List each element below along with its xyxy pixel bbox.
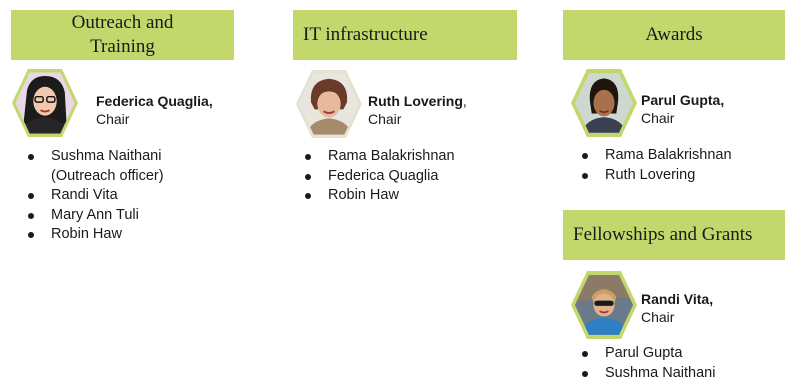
fellowships-chair-role: Chair [641, 309, 675, 325]
list-item: Rama Balakrishnan [302, 147, 455, 167]
bullet-icon [28, 232, 34, 238]
bullet-icon [28, 212, 34, 219]
list-item: Robin Haw [302, 186, 455, 206]
fellowships-header: Fellowships and Grants [563, 210, 785, 260]
bullet-icon [582, 172, 588, 179]
outreach-title-line1: Outreach and [71, 12, 174, 33]
outreach-chair-name: Federica Quaglia, [96, 93, 213, 109]
list-item: Robin Haw [25, 225, 164, 245]
bullet-icon [28, 193, 34, 199]
awards-header: Awards [563, 10, 785, 60]
awards-chair-name: Parul Gupta, [641, 92, 725, 108]
parul-gupta-avatar [570, 67, 638, 139]
bullet-icon [305, 154, 311, 160]
bullet-icon [582, 370, 588, 377]
list-item: Randi Vita [25, 186, 164, 206]
fellowships-title: Fellowships and Grants [573, 224, 753, 245]
awards-members: Rama Balakrishnan Ruth Lovering [579, 146, 732, 185]
list-item: Mary Ann Tuli [25, 206, 164, 226]
outreach-title-line2: Training [90, 36, 155, 57]
awards-title: Awards [645, 24, 703, 45]
it-title: IT infrastructure [303, 24, 428, 45]
list-item: Sushma Naithani [579, 364, 715, 380]
it-chair: Ruth Lovering, Chair [368, 92, 467, 128]
bullet-icon [582, 153, 588, 159]
outreach-members: Sushma Naithani (Outreach officer) Randi… [25, 147, 164, 245]
fellowships-chair-name: Randi Vita, [641, 291, 714, 307]
it-members: Rama Balakrishnan Federica Quaglia Robin… [302, 147, 455, 206]
it-chair-name: Ruth Lovering [368, 93, 463, 109]
list-item: Rama Balakrishnan [579, 146, 732, 166]
outreach-chair: Federica Quaglia, Chair [96, 92, 213, 128]
bullet-icon [28, 154, 34, 160]
fellowships-members: Parul Gupta Sushma Naithani [579, 344, 715, 380]
it-chair-suffix: , [462, 93, 467, 109]
federica-quaglia-avatar [11, 67, 79, 139]
list-item: Parul Gupta [579, 344, 715, 364]
outreach-header: Outreach and Training [11, 10, 234, 60]
ruth-lovering-avatar [295, 68, 363, 140]
list-item-continuation: (Outreach officer) [51, 167, 164, 184]
fellowships-chair: Randi Vita, Chair [641, 290, 713, 326]
bullet-icon [305, 173, 311, 180]
list-item: Ruth Lovering [579, 166, 732, 186]
bullet-icon [582, 351, 588, 357]
awards-chair-role: Chair [641, 110, 675, 126]
list-item: Sushma Naithani [25, 147, 164, 167]
it-chair-role: Chair [368, 111, 402, 127]
awards-chair: Parul Gupta, Chair [641, 91, 724, 127]
outreach-chair-role: Chair [96, 111, 130, 127]
randi-vita-avatar [570, 269, 638, 341]
it-header: IT infrastructure [293, 10, 517, 60]
list-item: Federica Quaglia [302, 167, 455, 187]
bullet-icon [305, 193, 311, 199]
